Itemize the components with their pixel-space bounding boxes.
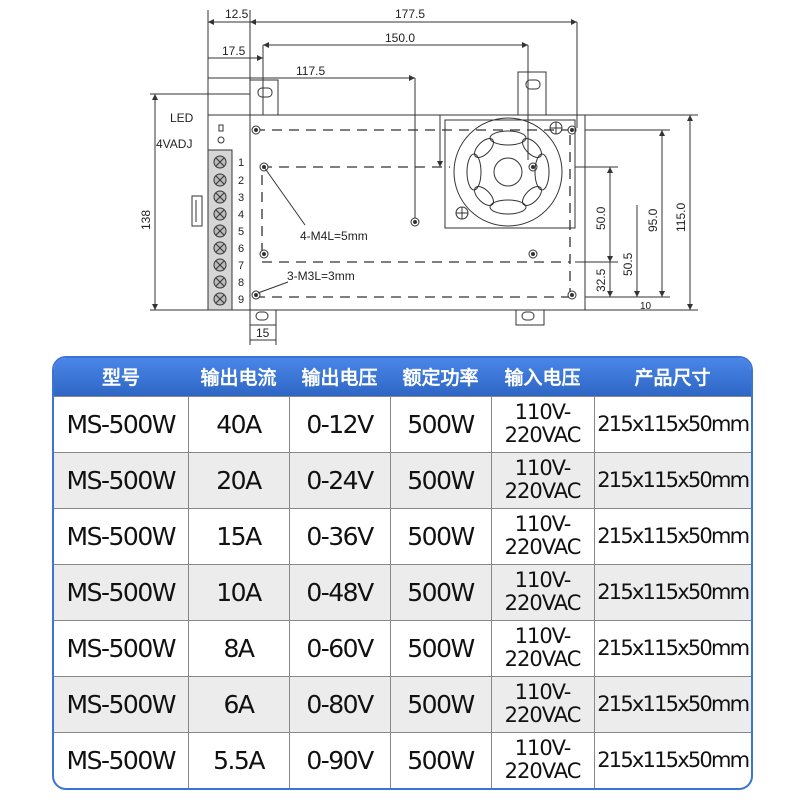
- terminal-block: [207, 149, 233, 311]
- cell-model: MS-500W: [54, 451, 188, 509]
- cell-model: MS-500W: [54, 619, 188, 677]
- dimension-drawing: 12.5 177.5 17.5 150.0 117.5 138: [139, 7, 698, 345]
- dim-117-5: 117.5: [296, 64, 325, 78]
- cell-size: 215x115x50mm: [593, 507, 751, 565]
- cell-model: MS-500W: [54, 731, 188, 788]
- cell-size: 215x115x50mm: [593, 563, 751, 621]
- cell-model: MS-500W: [54, 563, 188, 621]
- header-model: 型号: [101, 367, 140, 390]
- cell-output-current: 6A: [187, 675, 289, 733]
- terminal-4: 4: [238, 209, 244, 221]
- dim-150-0: 150.0: [385, 31, 415, 45]
- vadj-label: 4VADJ: [156, 137, 192, 151]
- dim-15: 15: [256, 326, 270, 340]
- cell-output-voltage: 0-12V: [288, 395, 390, 453]
- cell-output-voltage: 0-80V: [288, 675, 390, 733]
- cell-size: 215x115x50mm: [593, 451, 751, 509]
- cell-rated-power: 500W: [389, 563, 491, 621]
- header-rated-power: 额定功率: [402, 367, 479, 390]
- cell-input-voltage: 110V-220VAC: [490, 675, 594, 733]
- cell-output-current: 15A: [187, 507, 289, 565]
- terminal-6: 6: [238, 243, 244, 255]
- terminal-9: 9: [238, 294, 244, 306]
- header-input-voltage: 输入电压: [504, 367, 581, 390]
- cell-input-voltage: 110V-220VAC: [490, 563, 594, 621]
- terminal-3: 3: [238, 192, 244, 204]
- cell-model: MS-500W: [54, 395, 188, 453]
- terminal-5: 5: [238, 226, 244, 238]
- terminal-2: 2: [238, 175, 244, 187]
- cell-model: MS-500W: [54, 675, 188, 733]
- dim-10: 10: [640, 301, 652, 312]
- cell-output-current: 20A: [187, 451, 289, 509]
- cell-size: 215x115x50mm: [593, 395, 751, 453]
- terminal-numbers: 1 2 3 4 5 6 7 8 9: [238, 157, 244, 306]
- cell-output-voltage: 0-36V: [288, 507, 390, 565]
- cell-model: MS-500W: [54, 507, 188, 565]
- dim-17-5: 17.5: [222, 44, 246, 58]
- terminal-1: 1: [238, 157, 244, 169]
- cell-size: 215x115x50mm: [593, 619, 751, 677]
- terminal-7: 7: [238, 260, 244, 272]
- cell-size: 215x115x50mm: [593, 731, 751, 788]
- fan-grille-icon: [444, 117, 576, 229]
- dim-50-0: 50.0: [594, 206, 608, 230]
- dim-115-0: 115.0: [674, 203, 688, 232]
- cell-input-voltage: 110V-220VAC: [490, 395, 594, 453]
- cell-rated-power: 500W: [389, 675, 491, 733]
- led-label: LED: [170, 111, 194, 125]
- cell-rated-power: 500W: [389, 395, 491, 453]
- cell-input-voltage: 110V-220VAC: [490, 731, 594, 788]
- dim-32-5: 32.5: [594, 268, 608, 292]
- dim-138: 138: [139, 210, 153, 230]
- cell-output-current: 40A: [187, 395, 289, 453]
- cell-output-current: 5.5A: [187, 731, 289, 788]
- cell-output-voltage: 0-90V: [288, 731, 390, 788]
- cell-output-voltage: 0-48V: [288, 563, 390, 621]
- m4-hole-callout: 4-M4L=5mm: [300, 229, 368, 243]
- cell-output-current: 10A: [187, 563, 289, 621]
- cell-output-voltage: 0-60V: [288, 619, 390, 677]
- header-size: 产品尺寸: [634, 367, 711, 390]
- cell-rated-power: 500W: [389, 507, 491, 565]
- dim-12-5: 12.5: [225, 7, 249, 21]
- dim-95-0: 95.0: [646, 208, 660, 232]
- cell-input-voltage: 110V-220VAC: [490, 451, 594, 509]
- header-output-current: 输出电流: [200, 367, 277, 390]
- dim-50-5: 50.5: [621, 252, 635, 276]
- cell-output-voltage: 0-24V: [288, 451, 390, 509]
- table-header-row: 型号 输出电流 输出电压 额定功率 输入电压 产品尺寸: [54, 358, 751, 396]
- cell-rated-power: 500W: [389, 731, 491, 788]
- cell-rated-power: 500W: [389, 451, 491, 509]
- terminal-8: 8: [238, 277, 244, 289]
- cell-input-voltage: 110V-220VAC: [490, 619, 594, 677]
- cell-size: 215x115x50mm: [593, 675, 751, 733]
- cell-input-voltage: 110V-220VAC: [490, 507, 594, 565]
- cell-output-current: 8A: [187, 619, 289, 677]
- dim-177-5: 177.5: [395, 7, 425, 21]
- cell-rated-power: 500W: [389, 619, 491, 677]
- header-output-voltage: 输出电压: [301, 367, 378, 390]
- m3-hole-callout: 3-M3L=3mm: [287, 269, 355, 283]
